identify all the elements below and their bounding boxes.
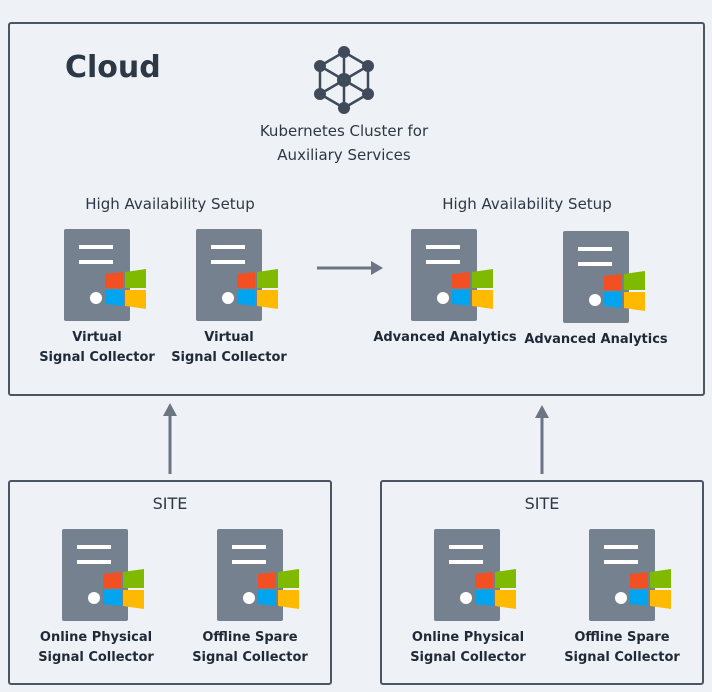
server-icon xyxy=(411,229,495,325)
windows-logo-icon xyxy=(604,271,645,311)
server-icon xyxy=(434,529,518,625)
k8s-label-line1: Kubernetes Cluster for xyxy=(259,122,429,140)
server-icon xyxy=(589,529,673,625)
cloud-container xyxy=(8,22,705,396)
windows-logo-icon xyxy=(103,569,144,609)
windows-logo-icon xyxy=(452,269,493,309)
server-icon xyxy=(217,529,301,625)
windows-logo-icon xyxy=(258,569,299,609)
server-icon xyxy=(64,229,148,325)
windows-logo-icon xyxy=(105,269,146,309)
cloud-title: Cloud xyxy=(65,50,161,85)
windows-logo-icon xyxy=(630,569,671,609)
windows-logo-icon xyxy=(237,269,278,309)
server-icon xyxy=(563,231,647,327)
server-label-analytics-2: Advanced Analytics xyxy=(524,332,668,347)
server-label-analytics-1: Advanced Analytics xyxy=(373,330,517,345)
ha-right-title: High Availability Setup xyxy=(442,195,612,213)
site-right-title: SITE xyxy=(524,494,560,513)
windows-logo-icon xyxy=(475,569,516,609)
site-left-title: SITE xyxy=(152,494,188,513)
kubernetes-cluster-icon xyxy=(314,46,374,114)
arrow-right-icon xyxy=(317,261,383,275)
k8s-label-line2: Auxiliary Services xyxy=(277,146,411,164)
arrow-up-icon xyxy=(535,405,549,474)
server-icon xyxy=(62,529,146,625)
ha-left-title: High Availability Setup xyxy=(85,195,255,213)
arrow-up-icon xyxy=(163,403,177,474)
server-icon xyxy=(196,229,280,325)
